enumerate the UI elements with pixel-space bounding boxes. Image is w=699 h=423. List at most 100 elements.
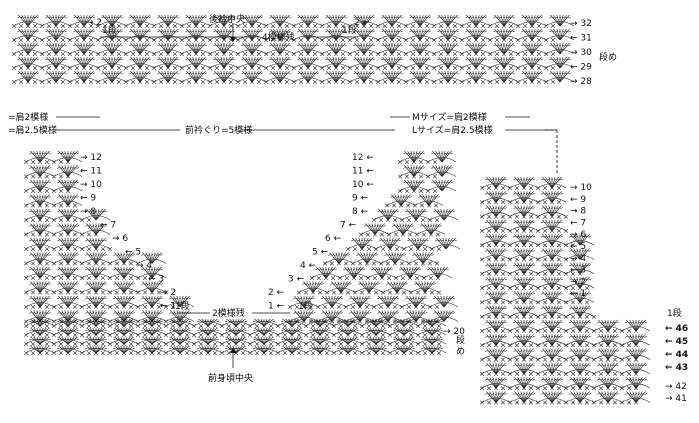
side-stitch-row-4: [480, 220, 568, 233]
shoulder-l-left-label: =肩2.5模様: [8, 124, 57, 136]
left-row-11: ← 11: [80, 167, 102, 177]
left-stitch-row-8: [24, 209, 110, 222]
right-row-6: 6 ←: [325, 234, 342, 244]
side-row-41: → 41: [665, 394, 687, 404]
left-stitch-row-9: [24, 195, 82, 208]
front-bottom-row-2: [24, 328, 446, 337]
right-stitch-row-11: [398, 166, 456, 179]
front-bottom-row-4: [24, 346, 446, 355]
right-row-9: 9 ←: [352, 194, 369, 204]
side-row-10: → 10: [570, 183, 592, 193]
side-stitch-row-10: [480, 306, 596, 319]
neckline-label: 前衿ぐり=5模様: [185, 124, 252, 136]
right-row-12: 12 ←: [352, 153, 374, 163]
back-row-right-2: 2 ←: [354, 18, 371, 28]
back-row-28: → 28: [570, 77, 592, 87]
right-stitch-row-3: [297, 282, 441, 295]
left-stitch-row-11: [24, 166, 82, 179]
left-stitch-row-10: [24, 180, 82, 193]
back-first-row-label: 1段: [102, 24, 117, 36]
side-stitch-row-3: [480, 206, 568, 219]
right-row-2: 2 ←: [268, 288, 285, 298]
back-row-29: ← 29: [570, 63, 592, 73]
left-row-3: ← 3: [148, 275, 164, 285]
right-stitch-row-12: [398, 151, 456, 164]
row-20-suffix-me: め: [456, 346, 465, 357]
right-row-7: 7 ←: [340, 221, 357, 231]
right-row-4: 4 ←: [300, 261, 317, 271]
left-row-12: → 12: [80, 153, 102, 163]
side-row-5: ← 5: [570, 242, 586, 252]
l-size-label: Lサイズ=肩2.5模様: [412, 124, 493, 136]
right-stitch-row-5: [323, 253, 439, 266]
right-stitch-row-8: [372, 209, 458, 222]
side-row-43: ← 43: [665, 363, 688, 373]
side-row-9: ← 9: [570, 195, 586, 205]
back-stitch-row-3: [12, 43, 574, 56]
left-stitch-row-12: [24, 151, 82, 164]
right-stitch-row-10: [398, 180, 456, 193]
left-row-5: ← 5: [125, 248, 141, 258]
front-first-row-label: 1段: [175, 300, 190, 312]
front-bottom-row-3: [24, 337, 446, 346]
side-row-7: ← 7: [570, 218, 586, 228]
stitch-pattern-layer: [12, 15, 650, 404]
chart-text-layer: 後衿中央 4模様残 =肩2模様 =肩2.5模様 前衿ぐり=5模様 Mサイズ=肩2…: [8, 13, 688, 404]
side-stitch-row-12: [480, 334, 650, 347]
right-stitch-row-2: [288, 296, 458, 309]
left-row-2: → 2: [160, 288, 176, 298]
right-stitch-row-6: [346, 238, 460, 251]
back-row-32: → 32: [570, 19, 592, 29]
right-stitch-row-4: [310, 267, 452, 280]
side-first-row-label: 1段: [667, 307, 682, 319]
left-row-4: → 4: [136, 261, 152, 271]
side-row-46: ← 46: [665, 324, 688, 334]
front-right-first-row-label: 1段: [298, 300, 313, 312]
side-stitch-row-14: [480, 363, 650, 376]
right-stitch-row-7: [359, 224, 445, 237]
back-row-left-2: → 2: [86, 18, 102, 28]
back-stitch-row-5: [12, 71, 574, 84]
side-row-4: → 4: [570, 254, 586, 264]
back-stitch-row-4: [12, 57, 574, 70]
back-center-label: 後衿中央: [209, 13, 245, 25]
side-stitch-row-13: [480, 349, 650, 362]
left-stitch-row-7: [24, 224, 110, 237]
left-row-7: ← 7: [100, 221, 116, 231]
right-row-5: 5 ←: [312, 248, 329, 258]
left-row-1: ← 1: [160, 302, 176, 312]
left-row-6: → 6: [112, 234, 128, 244]
side-stitch-row-1: [480, 177, 566, 190]
right-stitch-row-9: [385, 195, 443, 208]
left-row-10: → 10: [80, 180, 102, 190]
right-row-10: 10 ←: [352, 180, 374, 190]
side-stitch-row-15: [480, 377, 650, 390]
right-row-11: 11 ←: [352, 167, 374, 177]
side-row-44: ← 44: [665, 350, 688, 360]
front-remaining-label: 2模様残: [212, 307, 245, 319]
side-row-6: → 6: [570, 230, 586, 240]
side-row-42: → 42: [665, 382, 687, 392]
back-row-30: → 30: [570, 48, 592, 58]
side-row-3: ← 3: [570, 266, 586, 276]
right-row-8: 8 ←: [352, 207, 369, 217]
shoulder-m-left-label: =肩2模様: [8, 111, 48, 123]
right-row-1: 1 ←: [268, 302, 285, 312]
side-stitch-row-2: [480, 191, 566, 204]
m-size-label: Mサイズ=肩2模様: [412, 111, 487, 123]
left-row-9: ← 9: [80, 194, 96, 204]
right-row-3: 3 ←: [288, 275, 305, 285]
side-row-2: → 2: [570, 277, 586, 287]
side-row-8: → 8: [570, 207, 586, 217]
front-row-20: → 20: [443, 327, 465, 337]
back-row-31: ← 31: [570, 34, 592, 44]
front-center-label: 前身頃中央: [208, 372, 253, 384]
side-stitch-row-11: [480, 320, 650, 333]
back-remaining-label: 4模様残: [262, 31, 295, 43]
row-30-suffix: 段め: [599, 51, 617, 63]
left-row-8: → 8: [80, 207, 96, 217]
side-row-1: ← 1: [570, 289, 586, 299]
left-stitch-row-6: [24, 238, 112, 251]
